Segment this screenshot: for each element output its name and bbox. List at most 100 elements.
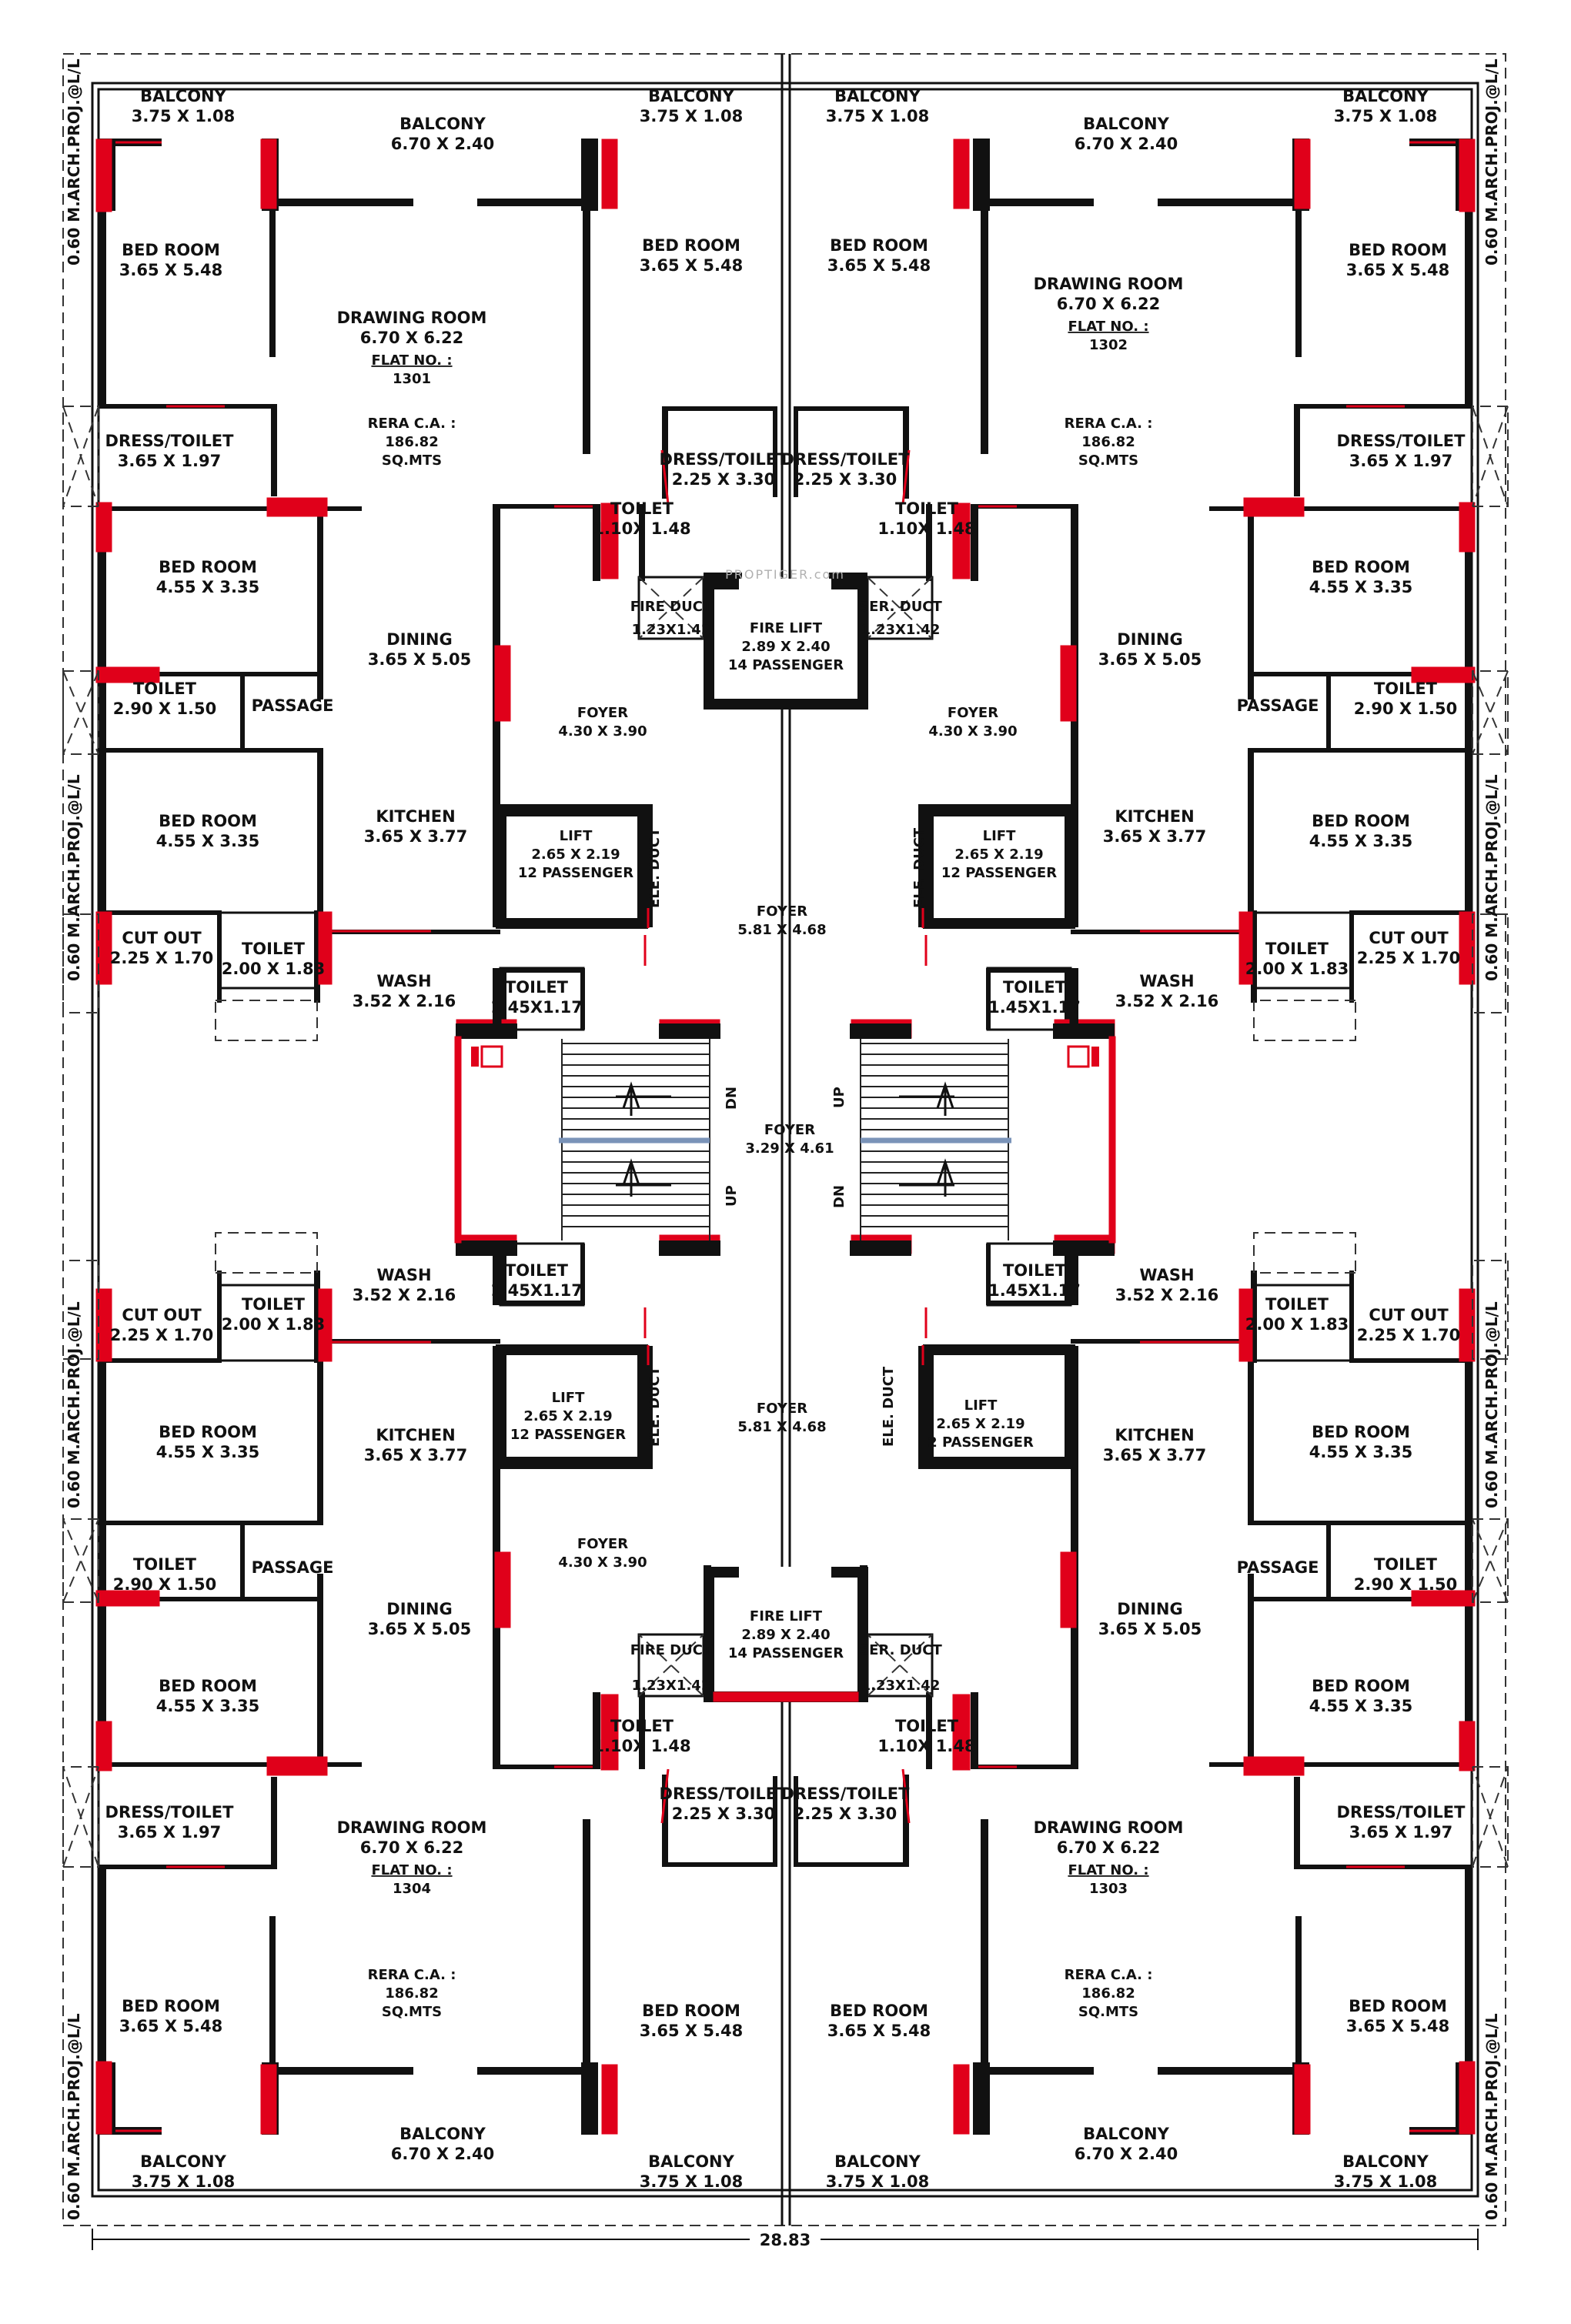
foyer-top-name: FOYER [757,903,807,920]
room-name: BED ROOM [1312,812,1410,830]
room-name: PASSAGE [1237,1558,1319,1577]
room-size: 3.65 X 3.77 [364,1446,467,1464]
room-size: 2.25 X 3.30 [794,1805,897,1823]
stair-arrows [616,1081,954,1197]
flat-number: 1301 [393,371,431,387]
room-size: 3.65 X 1.97 [118,452,221,470]
room-size: 3.65 X 5.48 [1346,2017,1449,2035]
room-size: 3.52 X 2.16 [1115,992,1218,1010]
room-size: 3.52 X 2.16 [353,992,456,1010]
ser-duct-bottom-size: 1.23X1.42 [861,1678,941,1694]
foyer-bottom-size: 5.81 X 4.68 [737,1419,826,1435]
room-name: DRESS/TOILET [660,450,789,469]
side-note-ml: 0.60 M.ARCH.PROJ.@L/L [65,774,83,981]
room-size: 3.65 X 5.48 [119,261,222,279]
room-name: BALCONY [834,2152,921,2171]
room-name: PASSAGE [252,696,334,715]
flat-number: 1302 [1089,337,1128,353]
room-size: 3.65 X 5.48 [119,2017,222,2035]
rera-label: RERA C.A. : [368,1967,456,1983]
room-size: 2.00 X 1.83 [222,960,325,978]
room-size: 3.65 X 3.77 [364,827,467,846]
room-size: 3.65 X 3.77 [1103,827,1206,846]
overall-dimension: 28.83 [760,2231,811,2249]
room-size: 3.75 X 1.08 [826,2172,929,2191]
room-size: 2.25 X 1.70 [110,1326,213,1344]
room-name: BED ROOM [159,558,257,576]
room-name: BED ROOM [1312,558,1410,576]
room-size: 6.70 X 2.40 [391,135,494,153]
room-name: BED ROOM [642,2002,740,2020]
room-name: DRESS/TOILET [1337,432,1466,450]
room-name: TOILET [505,1261,569,1280]
room-size: 4.55 X 3.35 [156,832,259,850]
room-size: 2.00 X 1.83 [222,1315,325,1334]
flat-number: 1303 [1089,1881,1128,1897]
room-name: FOYER [948,705,998,721]
room-size: 1.10X 1.48 [877,519,975,538]
stair-up-right: UP [831,1087,847,1108]
flat-1304-labels: TOILET 1.45X1.17 WASH 3.52 X 2.16 TOILET… [105,1261,789,2191]
fire-duct-bottom-name: FIRE DUCT [630,1642,713,1658]
room-name: TOILET [1003,978,1067,997]
room-name: TOILET [610,1717,674,1735]
stair-up-left: UP [724,1185,740,1207]
room-name: FOYER [577,1536,628,1552]
ele-duct-tl: ELE. DUCT [647,827,663,908]
room-size: 2.00 X 1.83 [1245,960,1349,978]
room-name: DRESS/TOILET [105,432,235,450]
room-name: DRAWING ROOM [1034,275,1184,293]
lift-tl-name: LIFT [560,828,593,844]
room-size: 3.65 X 5.05 [1098,650,1202,669]
side-notes: 0.60 M.ARCH.PROJ.@L/L 0.60 M.ARCH.PROJ.@… [65,58,1501,2220]
room-name: BED ROOM [122,241,220,259]
stair-dn-right: DN [831,1185,847,1208]
room-name: CUT OUT [122,1306,202,1324]
room-name: BED ROOM [830,236,928,255]
core-labels: FIRE LIFT 2.89 X 2.40 14 PASSENGER FIRE … [510,599,1057,1694]
room-name: FOYER [577,705,628,721]
room-size: 3.65 X 5.48 [1346,261,1449,279]
room-name: BALCONY [140,87,226,105]
room-name: CUT OUT [1369,929,1449,947]
fire-lift-top-name: FIRE LIFT [750,620,823,636]
side-note-tl: 0.60 M.ARCH.PROJ.@L/L [65,58,83,265]
room-size: 3.75 X 1.08 [640,107,743,125]
room-size: 2.90 X 1.50 [113,700,216,718]
room-size: 3.75 X 1.08 [1334,2172,1437,2191]
foyer-mid-size: 3.29 X 4.61 [745,1140,834,1157]
room-size: 1.10X 1.48 [593,1737,690,1755]
room-name: BED ROOM [830,2002,928,2020]
room-name: BALCONY [648,2152,734,2171]
room-size: 6.70 X 2.40 [391,2145,494,2163]
room-size: 3.65 X 1.97 [118,1823,221,1842]
flat-label: FLAT NO. : [371,1862,452,1878]
side-note-tr: 0.60 M.ARCH.PROJ.@L/L [1482,58,1501,265]
room-name: BED ROOM [642,236,740,255]
rera-value: 186.82 [1081,434,1135,450]
lift-br-size: 2.65 X 2.19 [936,1416,1024,1432]
room-name: BALCONY [140,2152,226,2171]
room-name: BED ROOM [1312,1677,1410,1695]
room-size: 4.30 X 3.90 [928,723,1017,740]
rera-unit: SQ.MTS [382,452,442,469]
flat-number: 1304 [393,1881,431,1897]
flat-label: FLAT NO. : [1068,1862,1148,1878]
fire-duct-top-name: FIRE DUCT [630,599,713,615]
flat-1302-labels: BALCONY 3.75 X 1.08 BALCONY 6.70 X 2.40 … [781,87,1466,1017]
rera-value: 186.82 [385,434,438,450]
fire-lift-bottom-capacity: 14 PASSENGER [728,1645,844,1661]
watermark: PROPTIGER.com [725,567,845,582]
flat-1303-labels: TOILET 1.45X1.17 WASH 3.52 X 2.16 TOILET… [781,1261,1466,2191]
ele-duct-tr: ELE. DUCT [911,827,928,908]
room-size: 2.25 X 1.70 [110,949,213,967]
room-size: 3.65 X 5.48 [640,2022,743,2040]
room-name: WASH [376,1266,431,1284]
fire-duct-top-size: 1.23X1.42 [632,622,711,638]
room-name: KITCHEN [376,807,455,826]
room-name: TOILET [133,680,197,698]
side-note-lr: 0.60 M.ARCH.PROJ.@L/L [1482,2013,1501,2220]
room-name: BED ROOM [1349,1997,1447,2015]
room-name: TOILET [242,1295,306,1314]
room-size: 1.45X1.17 [490,1281,583,1300]
